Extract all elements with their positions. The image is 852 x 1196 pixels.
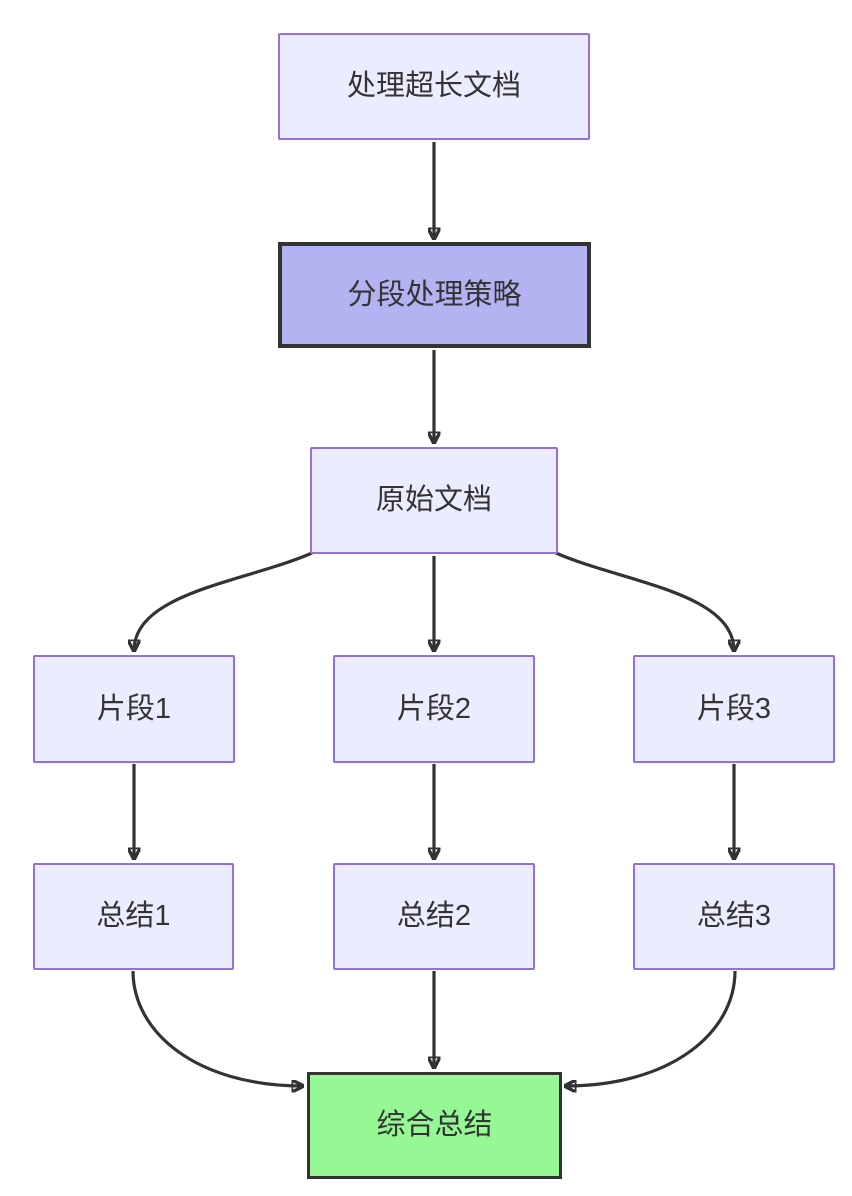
node-summary-1: 总结1 xyxy=(33,863,234,970)
node-summary-2-label: 总结2 xyxy=(396,900,472,933)
node-fragment-2-label: 片段2 xyxy=(396,692,472,725)
node-summary-1-label: 总结1 xyxy=(96,900,171,933)
edge-I-J xyxy=(565,970,737,1086)
node-process-long-document-label: 处理超长文档 xyxy=(346,70,521,103)
node-summary-3: 总结3 xyxy=(633,863,835,970)
node-segmentation-strategy-label: 分段处理策略 xyxy=(347,278,522,311)
node-segmentation-strategy: 分段处理策略 xyxy=(278,242,591,348)
node-fragment-1: 片段1 xyxy=(33,655,235,763)
edge-C-D xyxy=(134,551,313,651)
node-fragment-1-label: 片段1 xyxy=(96,692,172,725)
node-summary-3-label: 总结3 xyxy=(696,900,772,933)
node-fragment-3: 片段3 xyxy=(633,655,835,763)
node-original-document: 原始文档 xyxy=(310,447,558,554)
edge-C-F xyxy=(555,551,734,651)
edge-G-J xyxy=(131,970,303,1086)
node-combined-summary: 综合总结 xyxy=(307,1072,562,1179)
node-process-long-document: 处理超长文档 xyxy=(278,33,590,140)
node-summary-2: 总结2 xyxy=(333,863,535,970)
node-original-document-label: 原始文档 xyxy=(375,484,492,517)
node-fragment-2: 片段2 xyxy=(333,655,535,763)
node-combined-summary-label: 综合总结 xyxy=(376,1109,493,1142)
node-fragment-3-label: 片段3 xyxy=(696,692,772,725)
